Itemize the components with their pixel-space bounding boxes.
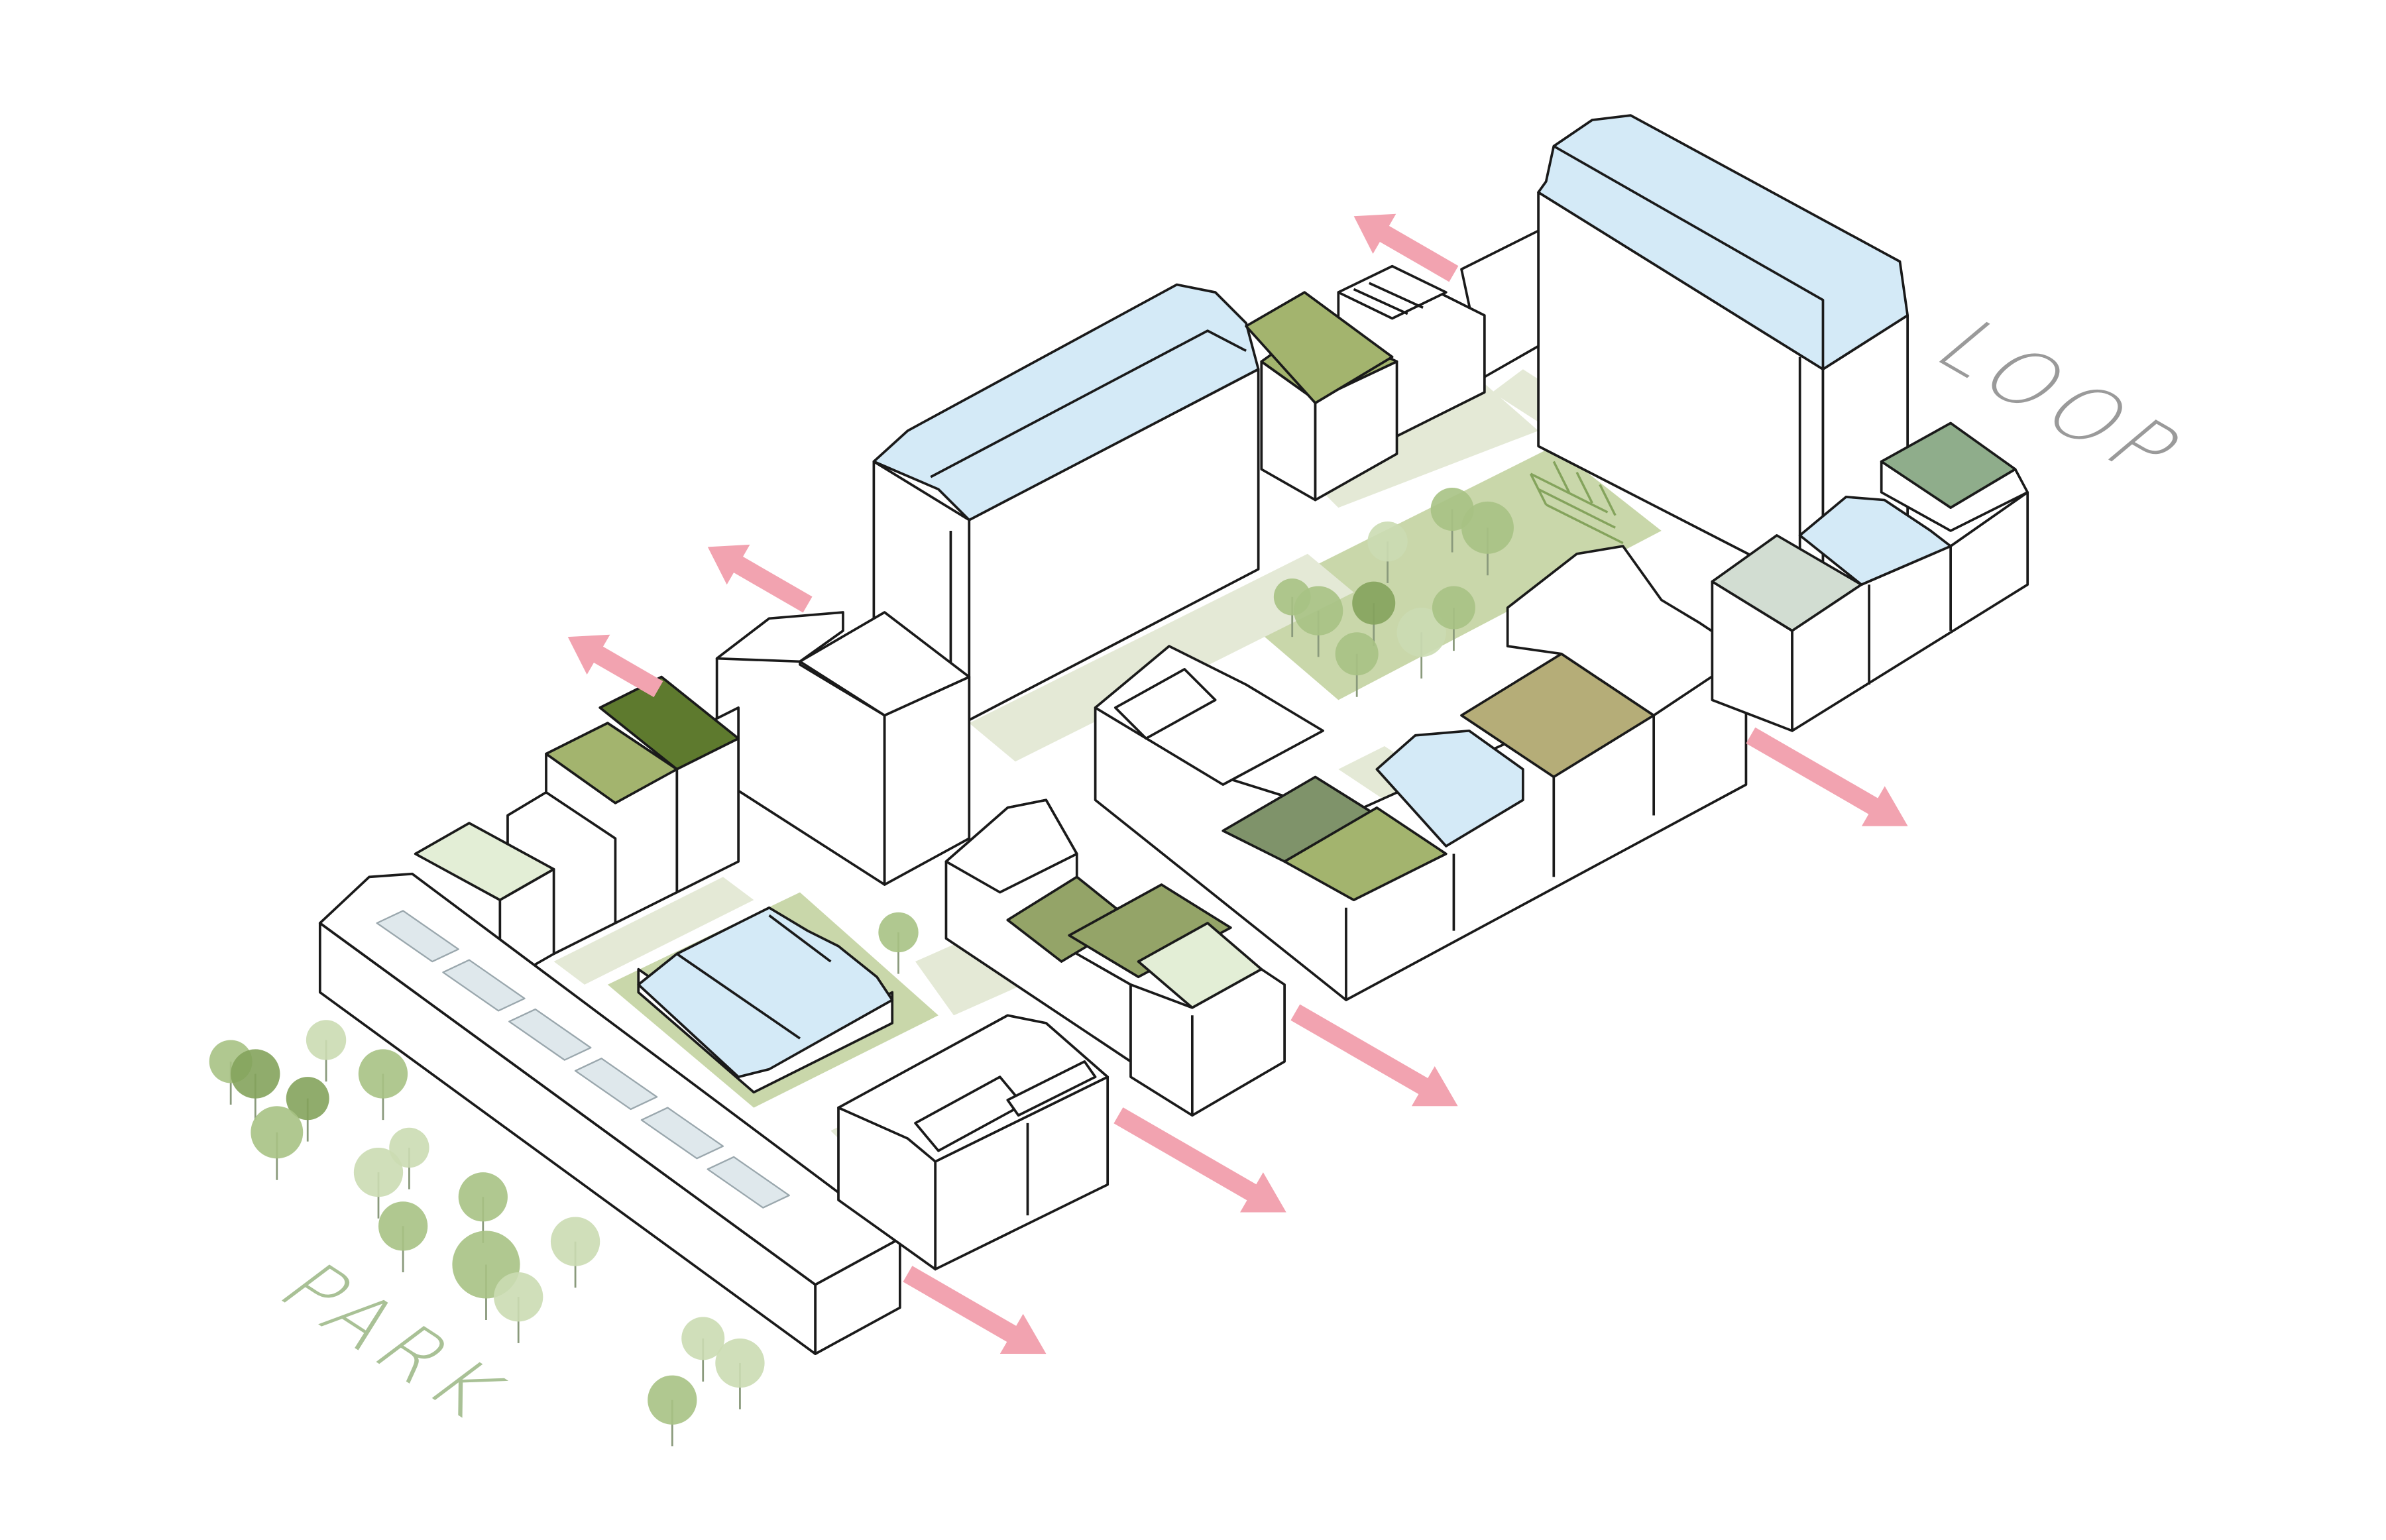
block-south-center	[944, 798, 1286, 1117]
tree-icon	[306, 1020, 347, 1082]
bsc-right-wall	[1129, 967, 1286, 1117]
tree-icon	[353, 1147, 404, 1219]
block-south-west	[837, 1014, 1109, 1271]
tree-icon	[378, 1201, 428, 1273]
arrow-icon	[1290, 1004, 1458, 1107]
tree-icon	[494, 1272, 543, 1343]
tree-icon	[1294, 586, 1343, 657]
green-cube-north-roof-top	[1245, 291, 1394, 405]
tree-icon	[1461, 501, 1514, 576]
be-sage-block	[1880, 460, 2029, 532]
tree-icon	[715, 1338, 765, 1409]
tree-icon	[550, 1217, 600, 1288]
arrow-icon	[1113, 1107, 1286, 1213]
tree-icon	[648, 1375, 697, 1447]
glass-pavilion-west	[637, 906, 894, 1094]
west-courtyard-path	[553, 877, 754, 985]
tree-icon	[681, 1317, 725, 1382]
west-cluster	[414, 675, 740, 986]
arrow-icon	[567, 634, 663, 698]
bsc-gable	[944, 798, 1078, 894]
tall-block-nc-ridge	[930, 329, 1247, 478]
bse-window-1	[1113, 668, 1217, 740]
tree-icon	[1335, 632, 1379, 697]
west-cluster-mid-roof	[545, 722, 679, 804]
bse-glass-roof	[1375, 729, 1524, 848]
north-block-roof-line	[1353, 288, 1408, 315]
bse-gable	[1094, 645, 1324, 786]
block-south-east	[1094, 545, 1748, 1001]
tree-icon	[1367, 522, 1408, 583]
bsc-green-roof-2	[1068, 883, 1232, 979]
green-cube-north	[1245, 291, 1398, 502]
tree-icon	[1396, 608, 1446, 679]
block-east	[1711, 421, 2029, 732]
bsw-roof	[837, 1014, 1109, 1163]
bse-olive-roof	[1283, 806, 1448, 902]
long-block-skylights	[376, 910, 790, 1209]
pavilion-roof	[637, 906, 894, 1079]
long-block-park	[318, 872, 901, 1355]
pavilion-ridge-2	[768, 914, 832, 963]
tree-icon	[286, 1077, 329, 1142]
trees	[209, 487, 1514, 1447]
parking-stripes	[1529, 461, 1624, 545]
gabled-nw-roof	[799, 611, 971, 717]
tree-icon	[358, 1049, 408, 1121]
gabled-block-north-west	[715, 611, 971, 886]
arrows	[567, 213, 1908, 1354]
arrow-icon	[1746, 727, 1908, 826]
pavilion-ridge-1	[676, 952, 801, 1040]
be-glass-roof	[1798, 496, 1952, 586]
arrow-icon	[707, 544, 813, 613]
arrow-icon	[1353, 213, 1459, 282]
tree-icon	[1352, 581, 1396, 647]
bsw-roof-window-2	[1006, 1060, 1097, 1117]
north-block-roof-line-2	[1368, 282, 1424, 309]
tall-block-ne-ridge	[1553, 144, 1825, 370]
gabled-nw-gable	[715, 611, 844, 663]
tree-icon	[231, 1049, 280, 1121]
tree-icon	[1432, 586, 1475, 651]
arrow-icon	[903, 1266, 1047, 1354]
tree-icon	[251, 1106, 304, 1180]
north-block	[1337, 229, 1540, 440]
tall-block-nc-roof	[872, 283, 1260, 522]
tree-icon	[389, 1127, 429, 1189]
tree-icon	[878, 912, 919, 974]
